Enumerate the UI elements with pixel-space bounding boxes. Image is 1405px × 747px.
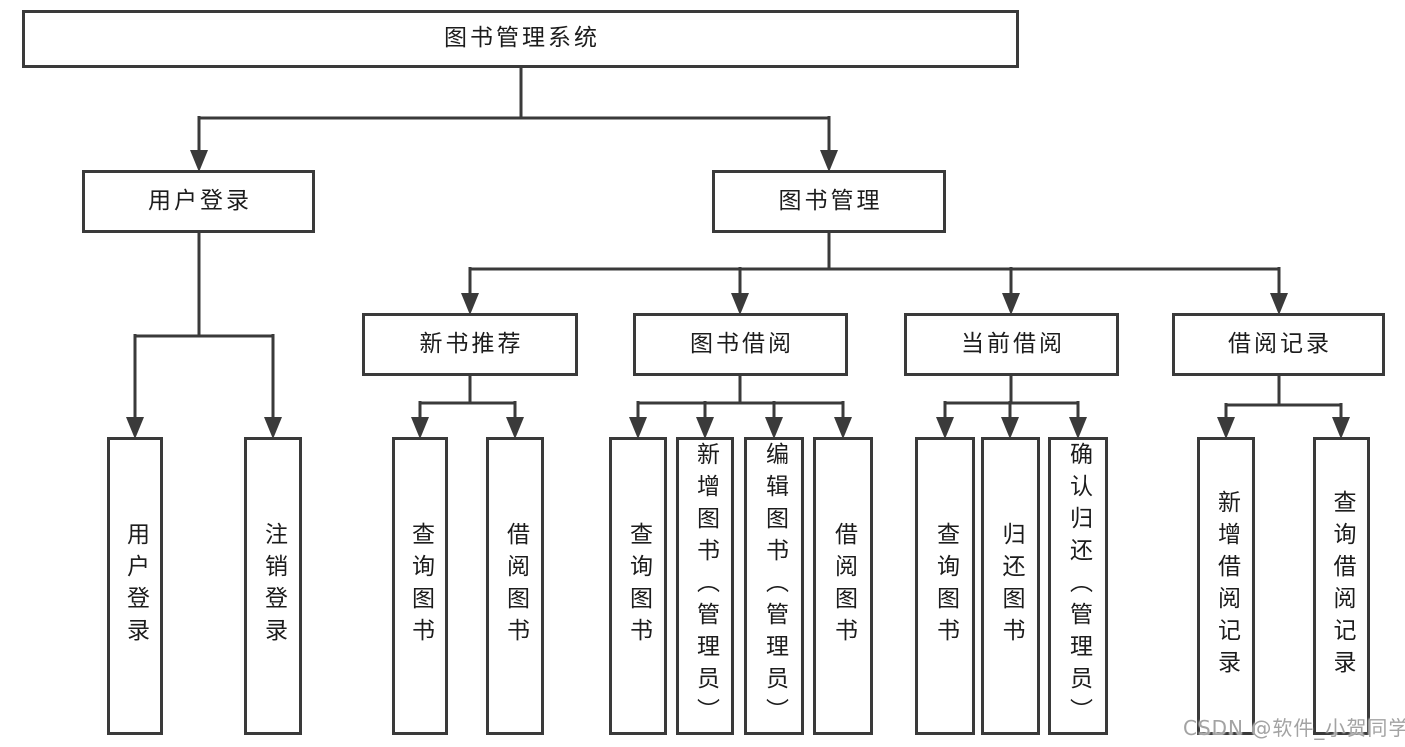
node-leaf-query-book-current: 查询图书 [915,437,975,735]
node-label: 图书管理系统 [444,25,600,52]
node-leaf-confirm-return-admin: 确认归还（管理员） [1048,437,1108,735]
node-label: 借阅记录 [1228,330,1332,357]
node-label: 当前借阅 [961,330,1065,357]
connector-arrowheads [126,150,1350,439]
node-label: 确认归还（管理员） [1065,442,1092,730]
node-root-library-system: 图书管理系统 [22,10,1019,68]
node-label: 图书借阅 [690,330,794,357]
node-label: 借阅图书 [830,522,857,650]
node-label: 用户登录 [122,522,149,650]
node-label: 用户登录 [148,187,252,214]
node-label: 编辑图书（管理员） [761,442,788,730]
node-leaf-user-login: 用户登录 [107,437,163,735]
csdn-watermark: CSDN @软件_小贺同学 [1183,716,1405,740]
node-leaf-add-borrow-record: 新增借阅记录 [1197,437,1255,735]
node-label: 借阅图书 [502,522,529,650]
node-leaf-query-borrow-record: 查询借阅记录 [1313,437,1370,735]
node-leaf-borrow-book-recommend: 借阅图书 [486,437,544,735]
node-user-login: 用户登录 [82,170,315,233]
node-current-borrow: 当前借阅 [904,313,1119,376]
node-borrow-records: 借阅记录 [1172,313,1385,376]
node-label: 查询图书 [932,522,959,650]
node-label: 归还图书 [998,522,1024,650]
node-label: 新书推荐 [419,330,524,357]
node-book-management: 图书管理 [712,170,946,233]
node-leaf-logout: 注销登录 [244,437,302,735]
node-leaf-add-book-admin: 新增图书（管理员） [676,437,734,735]
node-label: 查询图书 [625,522,652,650]
connector-paths [133,68,1343,422]
node-label: 查询借阅记录 [1329,490,1355,682]
node-label: 注销登录 [260,522,287,650]
node-label: 查询图书 [407,522,434,650]
node-label: 新增图书（管理员） [692,442,719,730]
node-leaf-return-book: 归还图书 [981,437,1040,735]
node-label: 图书管理 [778,187,883,214]
node-leaf-borrow-book: 借阅图书 [813,437,873,735]
node-book-borrow: 图书借阅 [633,313,848,376]
node-leaf-query-book-recommend: 查询图书 [392,437,448,735]
node-leaf-edit-book-admin: 编辑图书（管理员） [744,437,804,735]
node-label: 新增借阅记录 [1213,490,1240,682]
node-leaf-query-book-borrow: 查询图书 [609,437,667,735]
node-new-book-recommend: 新书推荐 [362,313,578,376]
